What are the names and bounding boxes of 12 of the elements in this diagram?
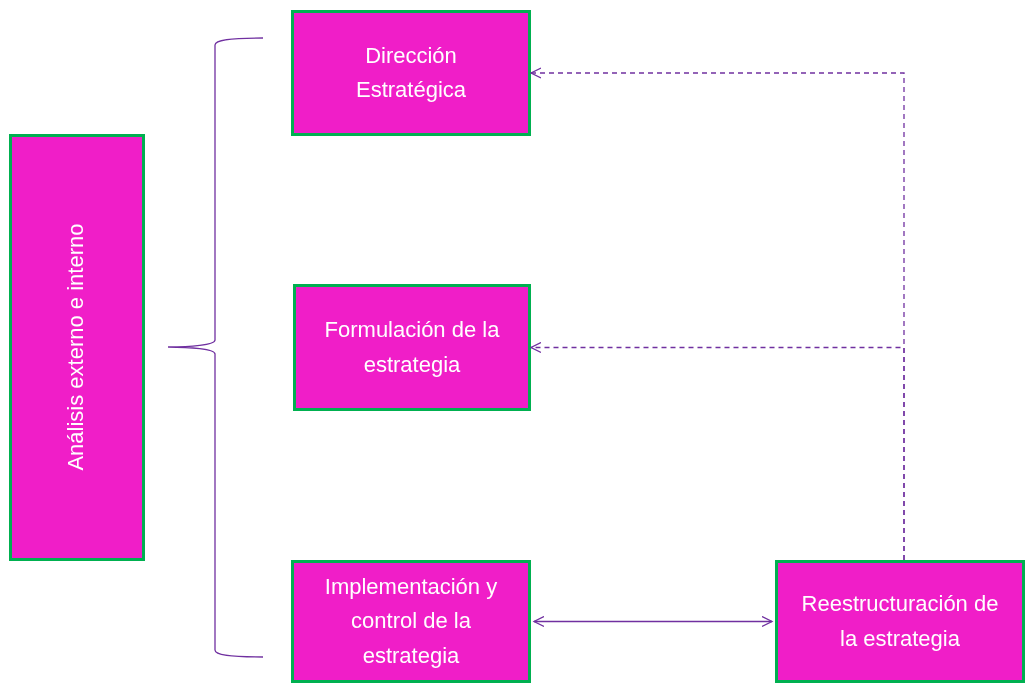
arrow (533, 615, 773, 628)
box-label: Formulación de la estrategia (323, 316, 501, 379)
process-box (291, 560, 531, 683)
box-label: Reestructuración de la estrategia (800, 590, 1000, 653)
process-box (775, 560, 1025, 683)
process-box (9, 134, 145, 561)
process-box (293, 284, 531, 411)
box-label: Implementación y control de la estrategia (323, 573, 499, 670)
process-box (291, 10, 531, 136)
arrow (530, 341, 905, 561)
box-label: Dirección Estratégica (354, 41, 468, 104)
box-label: Análisis externo e interno (62, 224, 90, 471)
